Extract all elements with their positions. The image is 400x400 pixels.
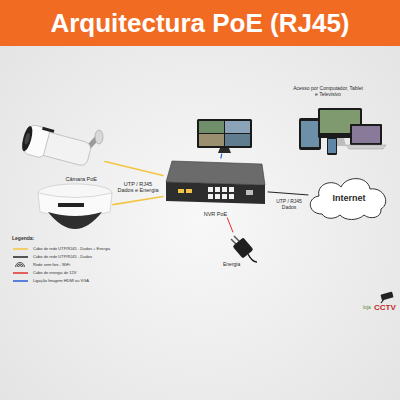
poe-port (215, 187, 220, 192)
legend-label: Cabo de rede UTP/RJ45 - Dados (33, 255, 92, 260)
nvr-drawing (166, 161, 265, 204)
cable-connector (113, 197, 163, 205)
legend-heading: Legenda: (12, 236, 34, 242)
poe-port (208, 194, 213, 199)
bullet-camera-drawing (19, 123, 103, 170)
brand-band (42, 127, 54, 133)
monitor-stand (218, 148, 231, 153)
monitor-frame (197, 119, 252, 148)
wall-plate (95, 130, 103, 144)
legend-label: Rede sem fios - WiFi (33, 263, 70, 268)
node-label: Energia (223, 262, 260, 268)
cable-connector (105, 162, 163, 176)
camera-lens (24, 132, 31, 145)
legend-sample (12, 254, 30, 260)
connector-label: UTP / RJ45 Dados (275, 199, 303, 211)
camera-view (199, 121, 224, 133)
node-label: Câmara PoE (25, 176, 97, 182)
cable-connector (227, 218, 233, 232)
nvr-back (166, 182, 265, 204)
wifi-symbol (16, 263, 25, 268)
legend-row: Ligação Imagem HDMI ou VGA (12, 278, 89, 284)
port-plug (178, 189, 184, 193)
power-adapter-drawing (231, 236, 257, 262)
legend-label: Cabo de rede UTP/RJ45 - Dados + Energia (33, 247, 110, 252)
node-label: Acesso por Computador, Tablet e Televisi… (292, 86, 364, 98)
poe-port (215, 194, 220, 199)
camera-body (19, 123, 93, 170)
port-plug (186, 189, 192, 193)
dome-camera (35, 182, 113, 240)
logo-camera (380, 292, 393, 301)
legend-sample (12, 278, 30, 284)
logo-text: CCTV (374, 303, 396, 312)
monitor-drawing (197, 119, 252, 153)
connector-label: UTP / RJ45 Dados e Energia (116, 181, 160, 194)
phone (327, 137, 337, 155)
cable-connector (220, 154, 222, 158)
power-adapter: Energia (220, 232, 260, 268)
poe-port (229, 194, 234, 199)
node-label: Internet (308, 193, 390, 203)
monitor-screen (196, 118, 254, 154)
client-devices-drawing (299, 108, 386, 155)
internet-cloud: Internet (308, 176, 390, 220)
laptop (350, 124, 382, 145)
lan-port (246, 190, 253, 195)
page-title: Arquitectura PoE (RJ45) (0, 0, 400, 46)
nvr-recorder: NVR PoE (163, 158, 268, 218)
nvr-top (166, 161, 265, 185)
tablet (299, 118, 321, 150)
legend-line (13, 256, 28, 258)
dome-body (38, 193, 112, 217)
legend-row: Cabo de rede UTP/RJ45 - Dados (12, 254, 92, 260)
tablet-screen (301, 121, 319, 147)
legend-line (13, 280, 28, 282)
dome-camera-drawing (38, 184, 112, 229)
legend-label: Cabo de energia de 12V (33, 271, 76, 276)
title-bar (0, 0, 400, 46)
node-label: NVR PoE (163, 211, 268, 217)
laptop-base (346, 145, 386, 149)
camera-view (199, 134, 224, 146)
legend-row: Rede sem fios - WiFi (12, 262, 70, 268)
adapter-cord (248, 254, 257, 262)
logo-icon (380, 292, 393, 303)
poe-port (229, 187, 234, 192)
legend-row: Cabo de rede UTP/RJ45 - Dados + Energia (12, 246, 110, 252)
camera-view (225, 134, 250, 146)
phone-screen (328, 139, 336, 153)
legend-label: Ligação Imagem HDMI ou VGA (33, 279, 89, 284)
legend-line (13, 248, 28, 250)
logo-mount (381, 299, 384, 303)
legend-sample (12, 262, 30, 268)
legend-sample (12, 270, 30, 276)
poe-port (222, 194, 227, 199)
camera-view (225, 121, 250, 133)
cable-connector (268, 192, 308, 195)
legend-sample (12, 246, 30, 252)
legend-row: Cabo de energia de 12V (12, 270, 76, 276)
poe-port (222, 187, 227, 192)
adapter-body (232, 237, 253, 258)
client-devices: Acesso por Computador, Tablet e Televisi… (266, 86, 390, 162)
logo-text: loja (363, 305, 371, 311)
dome-lens (48, 212, 102, 229)
legend-line (13, 272, 28, 274)
camera-face (20, 125, 34, 152)
brand-band (58, 203, 84, 207)
poe-port (208, 187, 213, 192)
bullet-camera: Câmara PoE (25, 122, 105, 182)
laptop-screen (352, 126, 380, 143)
